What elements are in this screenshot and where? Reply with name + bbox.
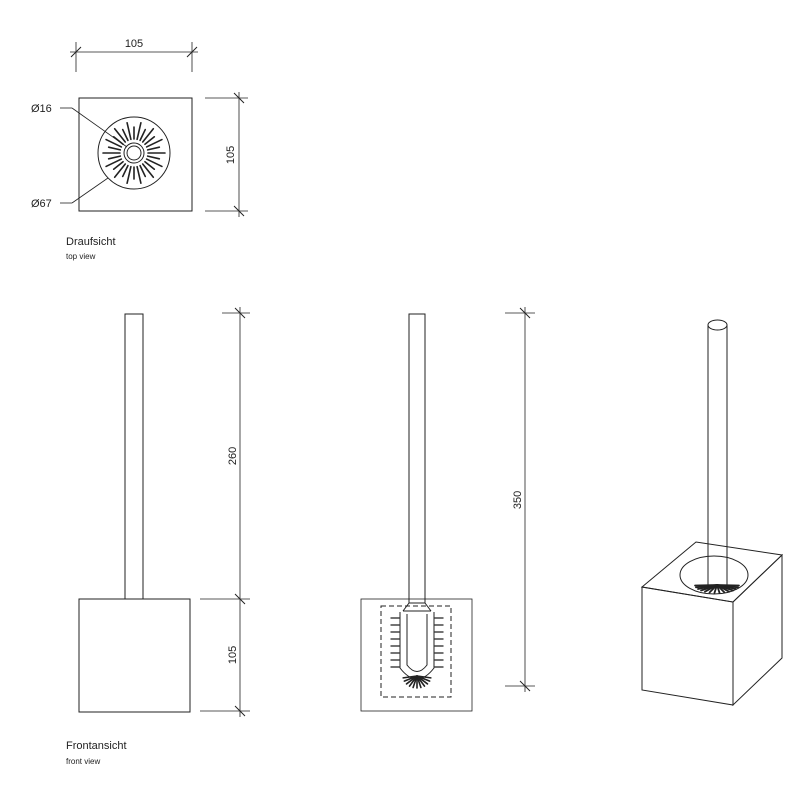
- bristle-line: [146, 155, 161, 160]
- cube-side-face: [732, 553, 783, 707]
- front-view-subtitle: front view: [66, 757, 100, 766]
- bristle-line: [141, 127, 155, 143]
- top-width-label: 105: [125, 38, 143, 50]
- bristle-line: [113, 127, 127, 143]
- handle-height-label: 260: [227, 447, 239, 465]
- bristle-line: [126, 121, 132, 141]
- bristle-line: [136, 165, 142, 185]
- bristle-line: [112, 160, 124, 171]
- cube-top-face: [640, 541, 784, 603]
- top-view-subtitle: top view: [66, 252, 96, 261]
- top-depth-dimension: 105: [205, 92, 248, 217]
- cube-front-face: [641, 586, 734, 706]
- bristle-line: [139, 128, 147, 142]
- top-view-square: [78, 97, 193, 212]
- section-view: 350: [360, 307, 535, 712]
- section-handle: [408, 313, 426, 604]
- bristle-line: [145, 138, 163, 148]
- inner-diameter-label: Ø16: [31, 103, 52, 115]
- bristle-line: [141, 163, 155, 179]
- front-view: 260 105 Frontansicht front view: [66, 307, 250, 766]
- base-height-label: 105: [227, 646, 239, 664]
- total-height-label: 350: [512, 491, 524, 509]
- iso-bristles: [694, 584, 740, 594]
- brush-inner-ring: [123, 142, 145, 164]
- top-view-title: Draufsicht: [66, 236, 116, 248]
- front-height-dimensions: 260 105: [200, 307, 250, 717]
- top-width-dimension: 105: [70, 38, 198, 72]
- section-dashed-outline: [380, 605, 452, 698]
- bristle-line: [136, 121, 142, 141]
- bristle-line: [113, 163, 127, 179]
- section-bristles: [390, 617, 444, 689]
- outer-diameter-label: Ø67: [31, 198, 52, 210]
- bristle-line: [107, 146, 122, 151]
- section-base: [360, 598, 473, 712]
- isometric-view: [640, 319, 784, 707]
- bristle-line: [107, 155, 122, 160]
- section-brush-head: [380, 602, 452, 698]
- brush-outer-circle: [97, 116, 171, 190]
- bristle-line: [105, 138, 123, 148]
- bristle-line: [145, 158, 163, 168]
- iso-handle: [707, 319, 728, 585]
- handle-circle: [126, 145, 142, 161]
- top-depth-label: 105: [225, 146, 237, 164]
- top-view: 105 Ø16 Ø67 105 Draufsicht top view: [31, 38, 248, 261]
- bristle-line: [402, 675, 418, 679]
- bristle-line: [146, 146, 161, 151]
- bristle-line: [105, 158, 123, 168]
- bristle-line: [694, 584, 718, 587]
- bristle-line: [144, 160, 156, 171]
- bristle-line: [126, 165, 132, 185]
- front-view-title: Frontansicht: [66, 740, 127, 752]
- bristle-line: [139, 164, 147, 178]
- bristle-line: [144, 135, 156, 146]
- front-handle: [124, 313, 144, 600]
- brush-bristles: [102, 121, 166, 185]
- front-base: [78, 598, 191, 713]
- bristle-line: [121, 164, 129, 178]
- cube-opening: [679, 555, 749, 595]
- brush-disc: [97, 116, 171, 190]
- bristle-line: [121, 128, 129, 142]
- total-height-dimension: 350: [505, 307, 535, 692]
